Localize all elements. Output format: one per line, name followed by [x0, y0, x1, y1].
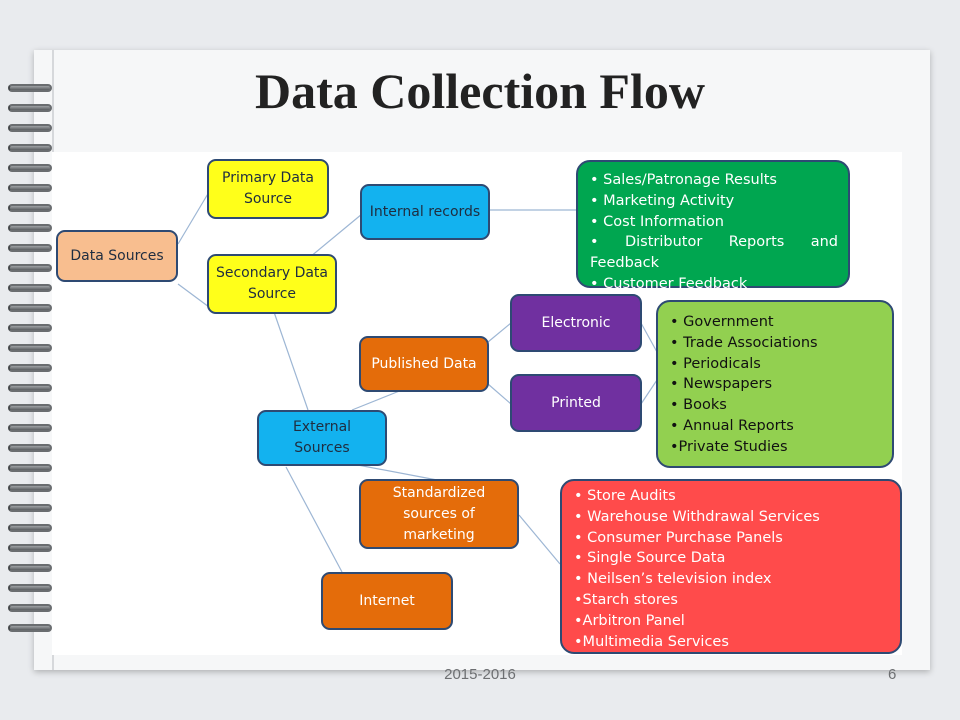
spiral-ring: [8, 104, 52, 112]
list-item: • Consumer Purchase Panels: [574, 529, 783, 546]
list-item: • Trade Associations: [670, 334, 818, 351]
node-published-data: Published Data: [359, 336, 489, 392]
node-data-sources: Data Sources: [56, 230, 178, 282]
spiral-ring: [8, 524, 52, 532]
spiral-ring: [8, 304, 52, 312]
node-internet: Internet: [321, 572, 453, 630]
connector: [177, 191, 210, 245]
spiral-ring: [8, 384, 52, 392]
node-standardized-sources: Standardized sources of marketing: [359, 479, 519, 549]
spiral-ring: [8, 324, 52, 332]
list-item: • Government: [670, 314, 774, 330]
node-primary-data-source: Primary Data Source: [207, 159, 329, 219]
spiral-ring: [8, 564, 52, 572]
spiral-ring: [8, 184, 52, 192]
spiral-ring: [8, 244, 52, 252]
list-item: • Warehouse Withdrawal Services: [574, 508, 820, 525]
list-item: • Neilsen’s television index: [574, 571, 772, 588]
connector: [351, 389, 403, 411]
spiral-ring: [8, 624, 52, 632]
list-item: • Periodicals: [670, 355, 761, 372]
spiral-ring: [8, 444, 52, 452]
node-electronic: Electronic: [510, 294, 642, 352]
spiral-ring: [8, 204, 52, 212]
internal-records-list: • Sales/Patronage Results • Marketing Ac…: [576, 160, 850, 292]
spiral-ring: [8, 124, 52, 132]
page-number: 6: [888, 666, 897, 683]
list-item: • Cost Information: [590, 213, 724, 230]
list-item: • Distributor Reports and Feedback: [590, 234, 838, 272]
node-printed: Printed: [510, 374, 642, 432]
spiral-ring: [8, 144, 52, 152]
spiral-ring: [8, 344, 52, 352]
connector: [273, 311, 309, 411]
list-item: •Arbitron Panel: [574, 612, 685, 629]
spiral-ring: [8, 364, 52, 372]
spiral-ring: [8, 464, 52, 472]
list-item: • Single Source Data: [574, 550, 726, 567]
connector: [487, 383, 512, 405]
list-item: • Sales/Patronage Results: [590, 172, 777, 188]
list-item: • Customer Feedback: [590, 275, 748, 292]
spiral-ring: [8, 424, 52, 432]
spiral-ring: [8, 84, 52, 92]
spiral-ring: [8, 264, 52, 272]
node-internal-records: Internal records: [360, 184, 490, 240]
spiral-ring: [8, 504, 52, 512]
list-item: • Store Audits: [574, 488, 676, 504]
spiral-ring: [8, 544, 52, 552]
connector: [177, 283, 210, 308]
spiral-ring: [8, 284, 52, 292]
standardized-sources-list: • Store Audits • Warehouse Withdrawal Se…: [560, 479, 902, 654]
node-external-sources: External Sources: [257, 410, 387, 466]
connector: [518, 514, 561, 565]
connector: [640, 322, 658, 353]
published-sources-list: • Government • Trade Associations • Peri…: [656, 300, 894, 468]
connector: [487, 322, 512, 343]
spiral-ring: [8, 404, 52, 412]
list-item: •Starch stores: [574, 591, 678, 608]
list-item: • Annual Reports: [670, 417, 794, 434]
list-item: • Books: [670, 397, 727, 414]
footer-date: 2015-2016: [444, 666, 516, 683]
connector: [285, 466, 343, 573]
spiral-ring: [8, 164, 52, 172]
list-item: •Private Studies: [670, 438, 788, 455]
spiral-ring: [8, 224, 52, 232]
connector-lines: [177, 191, 658, 573]
list-item: • Newspapers: [670, 376, 773, 393]
node-secondary-data-source: Secondary Data Source: [207, 254, 337, 314]
spiral-ring: [8, 604, 52, 612]
list-item: •Multimedia Services: [574, 633, 729, 650]
spiral-ring: [8, 484, 52, 492]
connector: [640, 379, 658, 405]
list-item: • Marketing Activity: [590, 192, 735, 209]
slide-title: Data Collection Flow: [255, 63, 705, 119]
spiral-ring: [8, 584, 52, 592]
flow-diagram: Data Sources Primary Data Source Seconda…: [52, 152, 902, 655]
